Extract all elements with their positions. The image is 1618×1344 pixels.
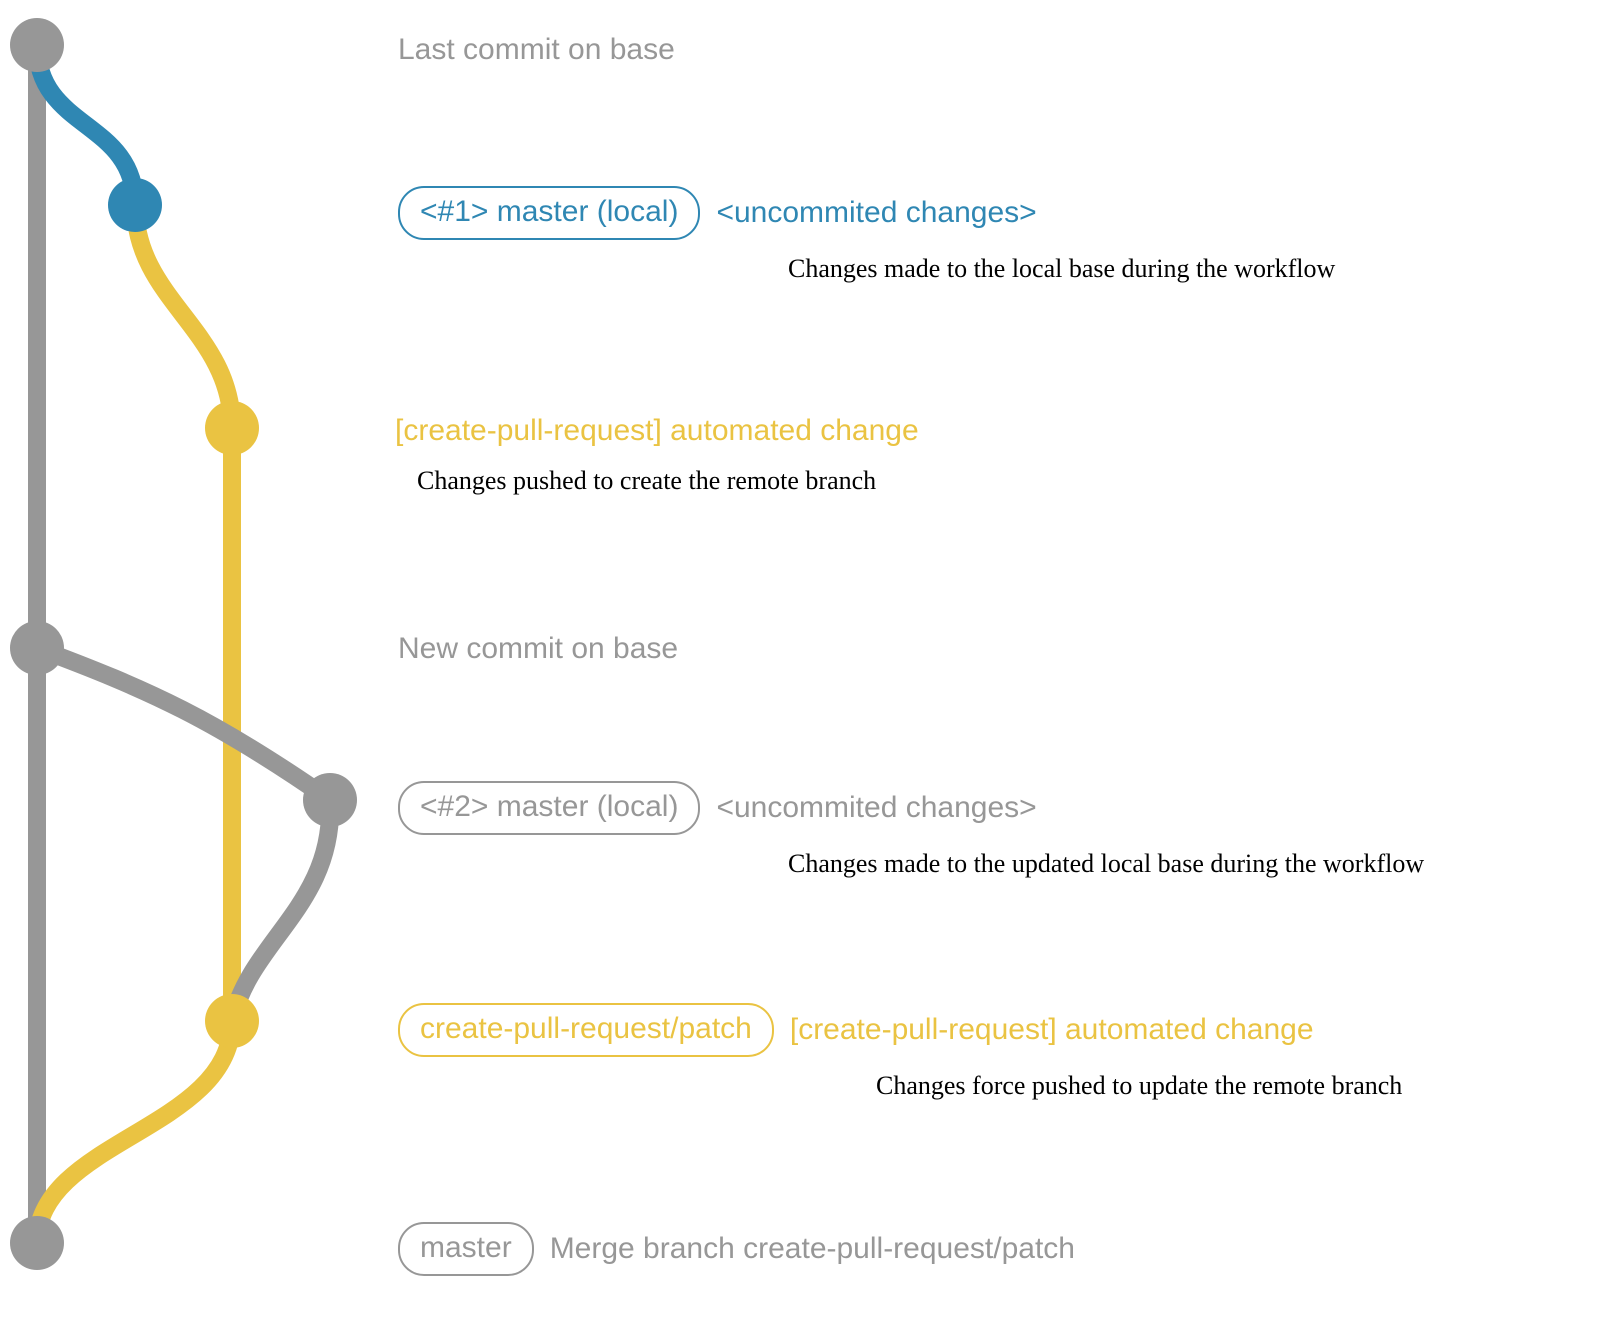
commit-graph — [10, 18, 357, 1270]
commit-message-master-local-1: <uncommited changes> — [716, 196, 1037, 229]
patch-lane-line — [126, 196, 241, 1030]
commit-message-master-merge: Merge branch create-pull-request/patch — [549, 1232, 1075, 1265]
headline-new-commit-on-base: New commit on base — [398, 632, 679, 665]
annotation-master-local-2: <#2> master (local) <uncommited changes>… — [398, 781, 1424, 879]
commit-node-base-head[interactable] — [10, 18, 64, 72]
description-master-local-1: Changes made to the local base during th… — [788, 254, 1336, 283]
badge-line-patch-branch: create-pull-request/patch [create-pull-r… — [398, 1003, 1402, 1057]
badge-line-master-local-2: <#2> master (local) <uncommited changes> — [398, 781, 1424, 835]
annotation-new-commit-on-base: New commit on base — [398, 632, 678, 666]
description-master-local-2: Changes made to the updated local base d… — [788, 849, 1425, 878]
annotation-last-commit-on-base: Last commit on base — [398, 33, 675, 67]
local-to-patch-line — [223, 791, 340, 1030]
badge-line-master-local-1: <#1> master (local) <uncommited changes> — [398, 186, 1335, 240]
annotation-master-local-1: <#1> master (local) <uncommited changes>… — [398, 186, 1335, 284]
commit-node-local-2[interactable] — [303, 773, 357, 827]
badge-master[interactable]: master — [398, 1222, 534, 1276]
commit-message-patch-branch: [create-pull-request] automated change — [789, 1013, 1314, 1046]
commit-node-base-merge[interactable] — [10, 1216, 64, 1270]
badge-line-master-merge: master Merge branch create-pull-request/… — [398, 1222, 1075, 1276]
headline-automated-change-1: [create-pull-request] automated change — [395, 414, 919, 447]
commit-message-master-local-2: <uncommited changes> — [716, 791, 1037, 824]
commit-node-local-1[interactable] — [108, 178, 162, 232]
commit-node-patch-2[interactable] — [205, 994, 259, 1048]
commit-node-patch-1[interactable] — [205, 401, 259, 455]
patch-merge-line — [28, 1012, 241, 1252]
annotation-patch-branch: create-pull-request/patch [create-pull-r… — [398, 1003, 1402, 1101]
annotation-master-merge: master Merge branch create-pull-request/… — [398, 1222, 1075, 1276]
badge-master-local-2[interactable]: <#2> master (local) — [398, 781, 701, 835]
local-branch-2-line — [28, 639, 339, 809]
headline-last-commit-on-base: Last commit on base — [398, 33, 675, 66]
annotation-automated-change-1: [create-pull-request] automated change C… — [395, 414, 919, 496]
description-automated-change-1: Changes pushed to create the remote bran… — [417, 466, 877, 495]
local-branch-1-line — [28, 36, 144, 214]
description-patch-branch: Changes force pushed to update the remot… — [876, 1071, 1403, 1100]
commit-node-base-new[interactable] — [10, 621, 64, 675]
badge-master-local-1[interactable]: <#1> master (local) — [398, 186, 701, 240]
badge-create-pull-request-patch[interactable]: create-pull-request/patch — [398, 1003, 774, 1057]
